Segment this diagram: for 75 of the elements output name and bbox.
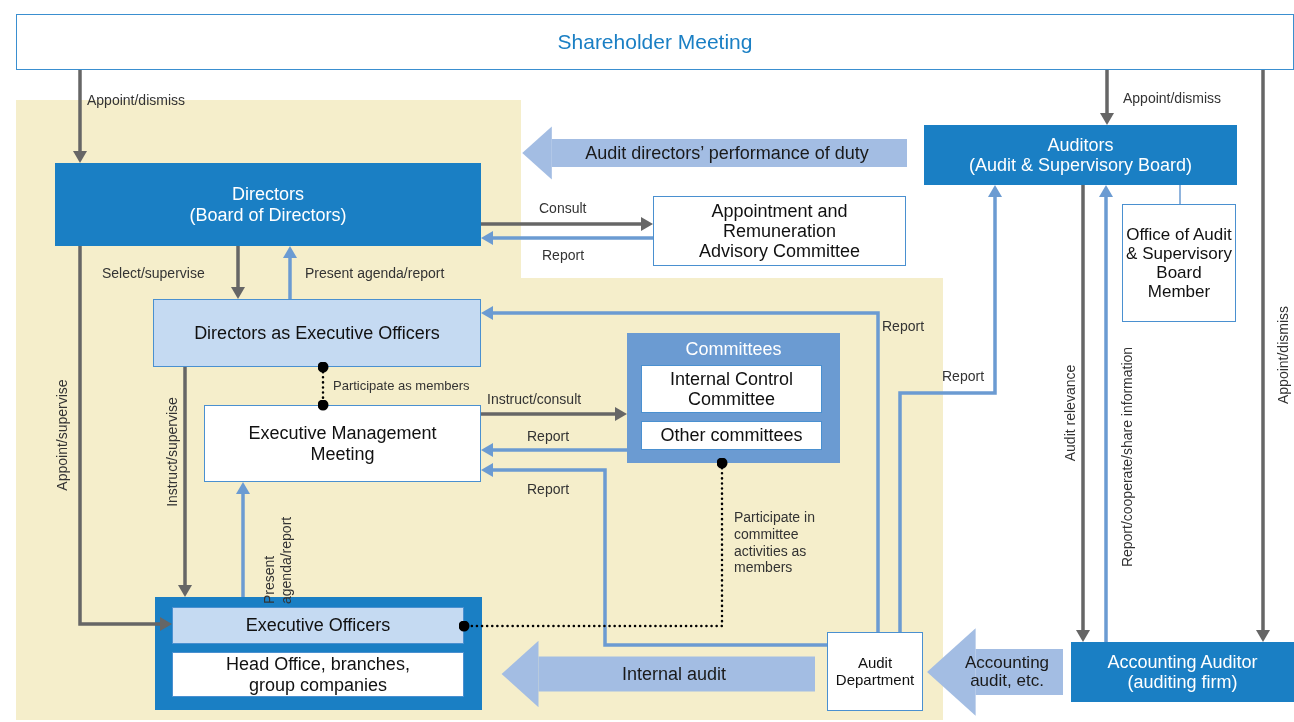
process-box — [172, 607, 464, 644]
node-label: Auditors — [1047, 134, 1114, 155]
node-label: Directors as Executive Officers — [194, 322, 440, 344]
process-box — [204, 405, 481, 482]
arrow — [481, 306, 880, 632]
process-box — [55, 163, 481, 246]
arrow — [178, 367, 192, 597]
edge-label: Instruct/consult — [487, 391, 582, 408]
arrow — [73, 70, 87, 163]
edge-label: Present agenda/report — [305, 265, 445, 282]
dotted-connector — [317, 361, 329, 411]
arrow — [231, 246, 245, 299]
node-label: Office of Audit & Supervisory Board Member — [1125, 224, 1233, 302]
edge-label: Report — [942, 368, 985, 385]
arrow — [481, 407, 627, 421]
arrow — [236, 482, 250, 597]
edge-label: Report — [527, 428, 570, 445]
process-box — [653, 196, 906, 266]
edge-label: Appoint/dismiss — [1274, 306, 1292, 404]
edge-label: Audit directors’ performance of duty — [585, 143, 869, 163]
arrow — [481, 217, 653, 231]
dotted-connector — [458, 457, 728, 632]
edge-label: Instruct/supervise — [163, 397, 181, 507]
edge-label: Internal audit — [621, 664, 727, 684]
edge-label: Appoint/supervise — [53, 379, 71, 491]
process-box — [172, 652, 464, 697]
edge-label: Participate in committee activities as members — [734, 509, 816, 577]
group-heading: Committees — [685, 339, 782, 360]
node-label: Executive Management Meeting — [247, 423, 438, 464]
arrow — [78, 246, 172, 631]
node-label: Accounting Auditor — [1107, 651, 1258, 672]
process-box — [641, 421, 822, 450]
node-label: Appointment and Remuneration Advisory Committee — [697, 200, 861, 262]
process-box — [16, 14, 1294, 70]
group-panel — [627, 333, 840, 463]
arrow — [481, 463, 827, 647]
node-label: Directors — [232, 184, 304, 205]
edge-label: Appoint/dismiss — [87, 92, 186, 109]
block-arrow — [927, 628, 1063, 716]
node-label: Audit Department — [834, 654, 916, 689]
node-label: Internal Control Committee — [668, 368, 795, 410]
edge-label: Present agenda/report — [261, 515, 295, 604]
edge-label: Report — [882, 318, 925, 335]
edge-label: Consult — [539, 200, 587, 217]
arrow — [898, 185, 1002, 632]
process-box — [1071, 642, 1294, 702]
arrow — [1256, 70, 1270, 642]
arrow — [1100, 70, 1114, 125]
node-label: (Board of Directors) — [189, 204, 347, 225]
node-label: (Audit & Supervisory Board) — [968, 155, 1193, 176]
arrow — [1076, 185, 1090, 642]
node-label: Head Office, branches, group companies — [225, 654, 411, 695]
process-box — [641, 365, 822, 413]
edge-label: Appoint/dismiss — [1123, 90, 1222, 107]
node-label: Shareholder Meeting — [557, 30, 753, 54]
process-box — [827, 632, 923, 711]
edge-label: Audit relevance — [1061, 364, 1079, 462]
process-box — [1122, 204, 1236, 322]
block-arrow — [522, 126, 907, 180]
node-label: Executive Officers — [245, 615, 391, 636]
node-label: (auditing firm) — [1127, 672, 1238, 693]
arrow — [481, 231, 653, 245]
node-label: Other committees — [660, 425, 803, 446]
edge-label: Select/supervise — [102, 265, 205, 282]
process-box — [153, 299, 481, 367]
arrow — [1099, 185, 1113, 642]
edge-label: Report — [527, 481, 570, 498]
arrow — [283, 246, 297, 299]
process-box — [924, 125, 1237, 185]
connector-line — [1179, 184, 1181, 205]
edge-label: Accounting audit, etc. — [963, 654, 1051, 690]
edge-label: Report — [542, 247, 585, 264]
arrow — [481, 443, 627, 457]
edge-label: Report/cooperate/share information — [1118, 346, 1136, 568]
edge-label: Participate as members — [333, 378, 470, 394]
